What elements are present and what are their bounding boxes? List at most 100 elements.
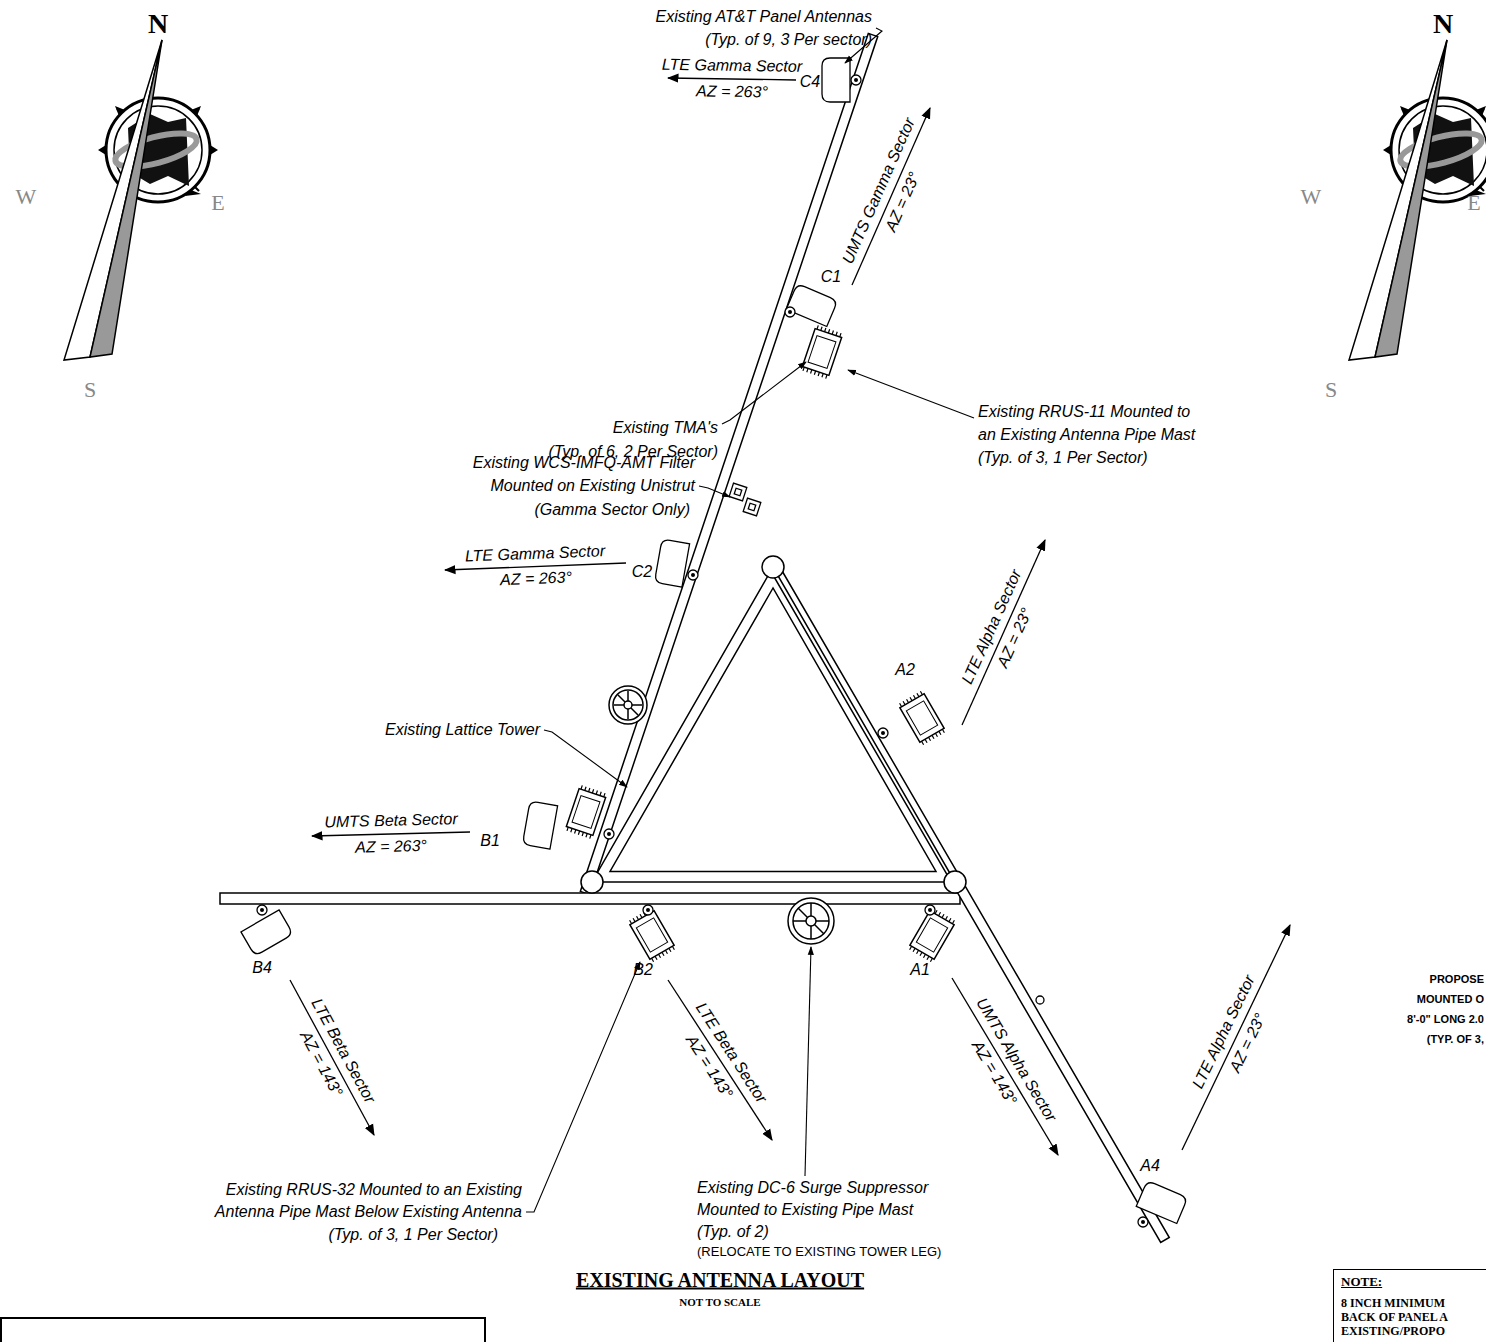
callout-text: (Typ. of 3, 1 Per Sector) bbox=[328, 1226, 498, 1244]
callout-text: C4 bbox=[800, 73, 820, 91]
sector-arrows bbox=[290, 980, 374, 1135]
callout-text: Antenna Pipe Mast Below Existing Antenna bbox=[215, 1203, 522, 1221]
surge-suppressor bbox=[609, 686, 647, 724]
leader-lines bbox=[526, 28, 974, 1212]
equipment bbox=[801, 325, 843, 379]
equipment bbox=[688, 570, 698, 580]
drawing-title: EXISTING ANTENNA LAYOUT bbox=[576, 1269, 864, 1292]
callout-text: (Typ. of 3, 1 Per Sector) bbox=[978, 449, 1148, 467]
sector-arrows bbox=[962, 540, 1045, 725]
lattice-tower bbox=[762, 556, 784, 578]
equipment bbox=[654, 539, 689, 587]
lattice-tower bbox=[581, 871, 603, 893]
surge-suppressor bbox=[788, 898, 834, 944]
compass-letter: W bbox=[1301, 184, 1322, 209]
tower-arms bbox=[220, 33, 1169, 1242]
note-heading: NOTE: bbox=[1341, 1274, 1486, 1290]
sector-arrows bbox=[1182, 925, 1290, 1150]
lattice-tower bbox=[610, 588, 936, 872]
callout-text: LTE Gamma Sector bbox=[465, 542, 606, 566]
callout-text: (Typ. of 2) bbox=[697, 1223, 769, 1241]
callout-text: AZ = 263° bbox=[696, 82, 768, 102]
callout-text: C2 bbox=[632, 563, 652, 581]
compass-letter: S bbox=[84, 377, 96, 402]
callout-text: (Gamma Sector Only) bbox=[534, 501, 690, 519]
surge-suppressor bbox=[613, 690, 643, 720]
compass-letter: E bbox=[1467, 190, 1480, 215]
callout-text: Existing TMA's bbox=[613, 419, 718, 437]
small-fitting bbox=[1036, 996, 1044, 1004]
callout-text: (RELOCATE TO EXISTING TOWER LEG) bbox=[697, 1245, 941, 1260]
equipment bbox=[822, 58, 850, 102]
equipment bbox=[522, 801, 557, 849]
surge-suppressor bbox=[624, 701, 632, 709]
equipment bbox=[878, 728, 888, 738]
callout-text: 8'-0" LONG 2.0 bbox=[1407, 1013, 1484, 1026]
leader-lines bbox=[526, 962, 640, 1212]
filter bbox=[743, 498, 761, 516]
filter bbox=[729, 483, 747, 501]
equipment bbox=[257, 905, 267, 915]
note-text: 8 INCH MINIMUM BACK OF PANEL A EXISTING/… bbox=[1341, 1296, 1469, 1338]
leader-lines bbox=[722, 362, 806, 424]
scale-note: NOT TO SCALE bbox=[679, 1296, 760, 1309]
callout-text: A1 bbox=[910, 961, 930, 979]
compass-letter: N bbox=[148, 8, 168, 40]
callout-text: (Typ. of 9, 3 Per sector) bbox=[705, 31, 872, 49]
equipment bbox=[565, 785, 607, 839]
callout-text: PROPOSE bbox=[1430, 973, 1484, 986]
equipment bbox=[643, 905, 653, 915]
equipment bbox=[785, 307, 795, 317]
sector-arrows bbox=[852, 108, 930, 285]
callout-text: UMTS Beta Sector bbox=[324, 810, 458, 832]
equipment bbox=[898, 690, 946, 746]
leader-lines bbox=[805, 947, 811, 1176]
compass-letter: N bbox=[1433, 8, 1453, 40]
surge-suppressor bbox=[793, 903, 829, 939]
callout-text: Existing WCS-IMFQ-AMT Filter bbox=[473, 454, 695, 472]
filter bbox=[729, 483, 761, 516]
surge-suppressor bbox=[793, 903, 829, 939]
equipment bbox=[1138, 1217, 1148, 1227]
leader-lines bbox=[699, 486, 730, 497]
callout-text: Mounted to Existing Pipe Mast bbox=[697, 1201, 913, 1219]
callout-text: an Existing Antenna Pipe Mast bbox=[978, 426, 1195, 444]
equipment bbox=[925, 905, 935, 915]
lattice-tower bbox=[592, 567, 955, 882]
compass-letter: W bbox=[16, 184, 37, 209]
callout-text: C1 bbox=[821, 268, 841, 286]
callout-text: Existing DC-6 Surge Suppressor bbox=[697, 1179, 928, 1197]
surge-suppressor bbox=[788, 898, 834, 944]
callout-text: AZ = 263° bbox=[355, 837, 427, 857]
leader-lines bbox=[848, 370, 974, 418]
equipment bbox=[786, 284, 837, 327]
note-box: NOTE: 8 INCH MINIMUM BACK OF PANEL A EXIS… bbox=[1333, 1269, 1486, 1342]
equipment bbox=[241, 58, 1188, 1227]
callout-text: Existing AT&T Panel Antennas bbox=[656, 8, 872, 26]
compass-rose bbox=[64, 40, 218, 360]
callout-text: B2 bbox=[633, 961, 653, 979]
lattice-tower bbox=[944, 871, 966, 893]
callout-text: MOUNTED O bbox=[1417, 993, 1484, 1006]
equipment bbox=[851, 75, 861, 85]
callout-text: Existing Lattice Tower bbox=[385, 721, 540, 739]
callout-text: Existing RRUS-11 Mounted to bbox=[978, 403, 1190, 421]
equipment bbox=[604, 829, 614, 839]
callout-text: AZ = 263° bbox=[500, 569, 572, 590]
compass-letter: E bbox=[211, 190, 224, 215]
equipment bbox=[628, 907, 676, 963]
leader-lines bbox=[544, 730, 627, 787]
lattice-tower bbox=[581, 556, 966, 893]
callout-text: B4 bbox=[252, 959, 272, 977]
filter bbox=[748, 503, 756, 511]
callout-text: Mounted on Existing Unistrut bbox=[490, 477, 695, 495]
callout-text: (TYP. OF 3, bbox=[1427, 1033, 1484, 1046]
callout-text: B1 bbox=[480, 832, 500, 850]
equipment bbox=[241, 910, 293, 956]
surge-suppressor bbox=[614, 691, 642, 719]
filter bbox=[734, 488, 742, 496]
sector-arrows bbox=[668, 980, 772, 1140]
tower-arms bbox=[220, 893, 960, 904]
callout-text: LTE Gamma Sector bbox=[662, 56, 802, 77]
